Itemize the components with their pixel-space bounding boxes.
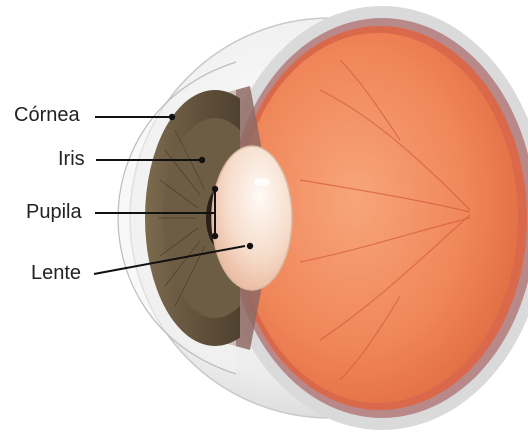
leader-iris-dot bbox=[199, 157, 205, 163]
label-cornea: Córnea bbox=[14, 104, 80, 126]
leader-pupila-dot-top bbox=[212, 186, 218, 192]
lens bbox=[212, 146, 292, 290]
leader-lente-dot bbox=[247, 243, 253, 249]
label-lente: Lente bbox=[31, 262, 81, 284]
label-pupila: Pupila bbox=[26, 201, 82, 223]
label-iris: Iris bbox=[58, 148, 85, 170]
leader-pupila-dot-bottom bbox=[212, 233, 218, 239]
leader-cornea-dot bbox=[169, 114, 175, 120]
